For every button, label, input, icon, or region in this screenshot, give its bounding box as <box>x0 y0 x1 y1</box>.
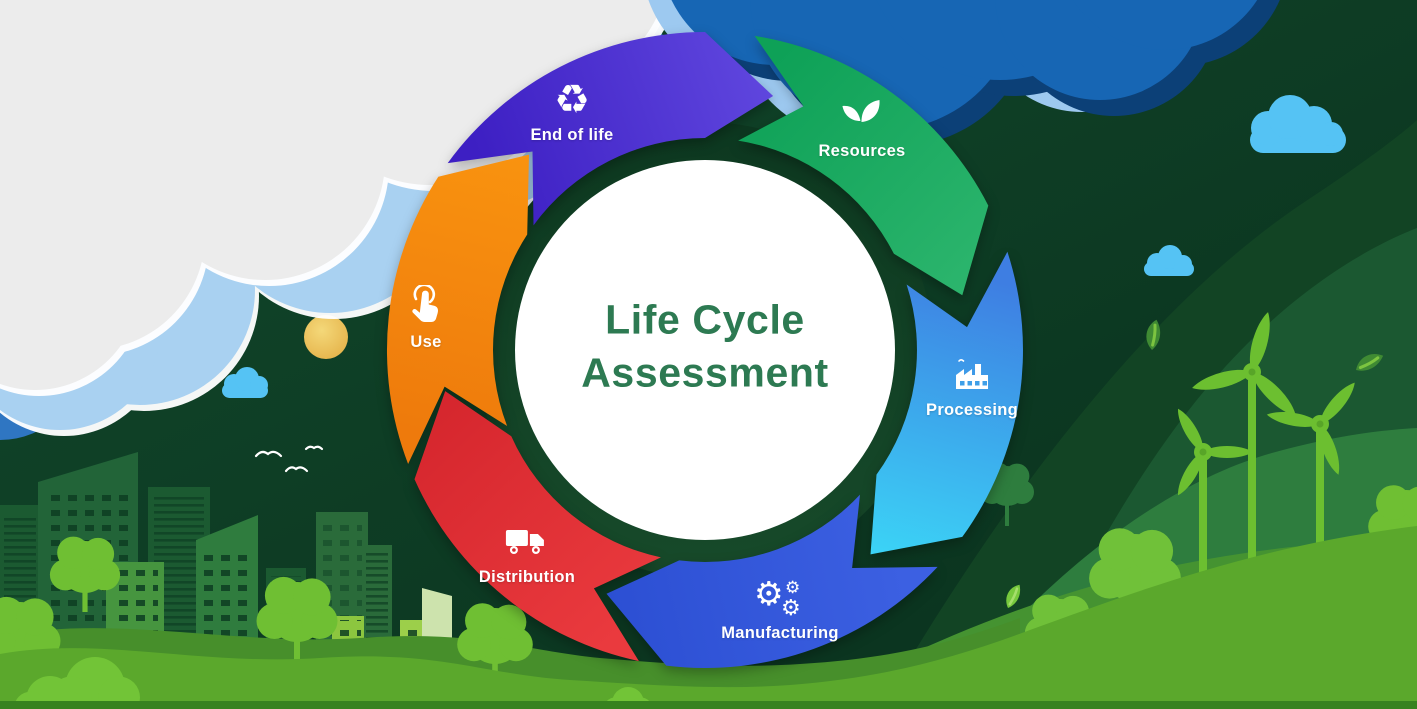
background-trees <box>980 462 1034 526</box>
floating-leaves <box>1006 319 1384 608</box>
small-clouds <box>222 95 1346 398</box>
cycle-center-circle <box>515 160 895 540</box>
cycle-segment-distribution <box>414 391 661 662</box>
bottom-strip <box>0 701 1417 709</box>
tree <box>0 596 61 678</box>
sun <box>304 315 348 359</box>
cycle-segment-resources <box>738 35 989 296</box>
cycle-segment-use <box>386 154 529 464</box>
cycle-segments <box>386 31 1023 668</box>
tree <box>980 462 1034 526</box>
cycle-segment-processing <box>870 251 1023 555</box>
cycle-segment-manufacturing <box>606 494 938 668</box>
leaf <box>1006 584 1021 608</box>
birds <box>254 445 324 473</box>
tree <box>256 576 338 663</box>
small-cloud <box>222 367 268 398</box>
cycle-segment-end-of-life <box>447 31 774 226</box>
leaf <box>1356 353 1384 371</box>
grass-front <box>0 526 1417 709</box>
leaf <box>1146 319 1161 350</box>
tree <box>49 536 121 612</box>
small-cloud <box>1144 245 1194 276</box>
tree <box>457 603 533 678</box>
small-cloud <box>1250 95 1346 153</box>
